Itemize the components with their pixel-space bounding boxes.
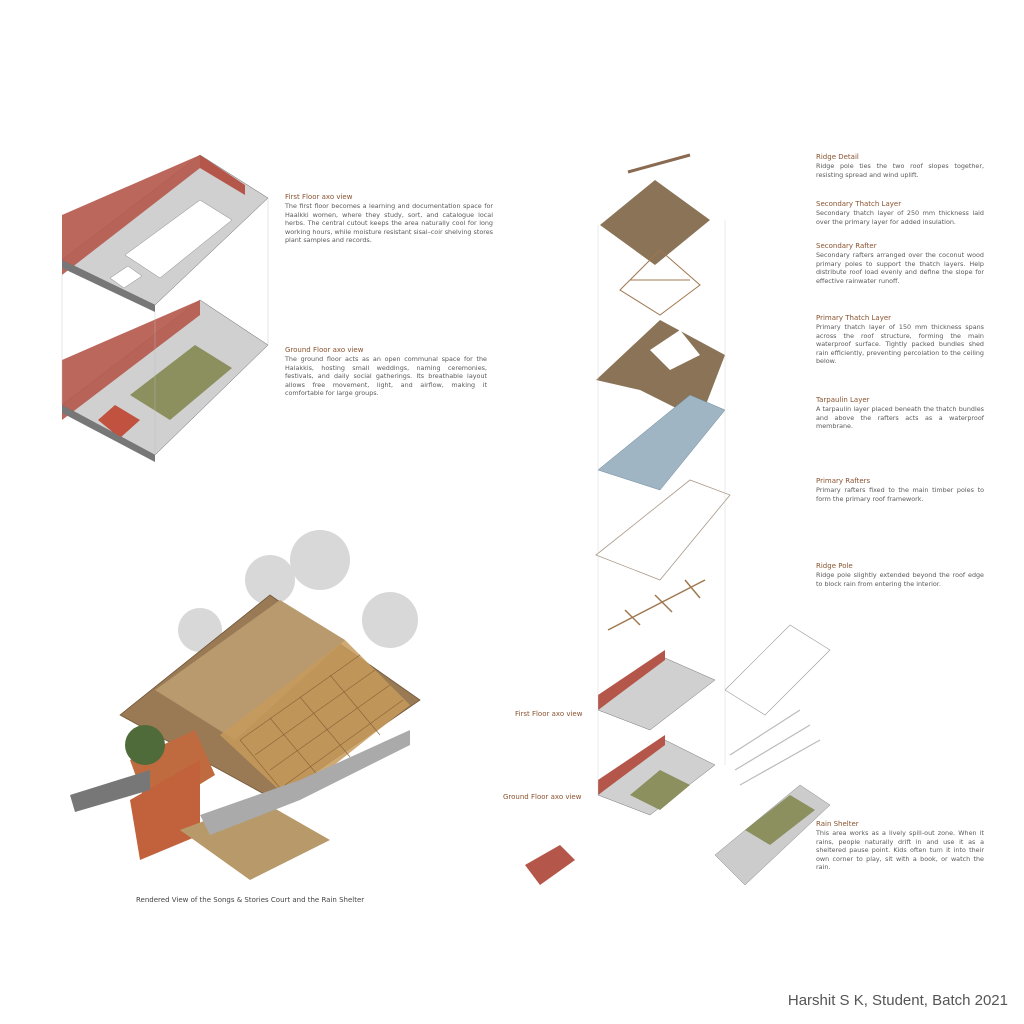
- note-title: Rain Shelter: [816, 820, 859, 828]
- note-body: This area works as a lively spill-out zo…: [816, 829, 984, 872]
- first-floor-axo-drawing: [61, 154, 269, 312]
- wall-fragment: [525, 845, 575, 885]
- note-body: Primary thatch layer of 150 mm thickness…: [816, 323, 984, 366]
- background-trees: [178, 530, 418, 652]
- note-body: Ridge pole slightly extended beyond the …: [816, 571, 984, 588]
- ridge-detail: [627, 153, 691, 174]
- note-body: The ground floor acts as an open communa…: [285, 355, 487, 398]
- primary-rafters: [595, 479, 731, 581]
- first-floor-note: First Floor axo view The first floor bec…: [285, 193, 493, 245]
- exploded-roof-axonometric: [525, 153, 831, 886]
- rendered-view: [70, 530, 421, 880]
- first-floor-label: First Floor axo view: [515, 710, 583, 718]
- tarpaulin: [597, 394, 726, 491]
- note-body: Ridge pole ties the two roof slopes toge…: [816, 162, 984, 179]
- note-title: Ridge Pole: [816, 562, 853, 570]
- note-title: Ridge Detail: [816, 153, 859, 161]
- note-body: Secondary rafters arranged over the coco…: [816, 251, 984, 285]
- note-body: A tarpaulin layer placed beneath the tha…: [816, 405, 984, 431]
- projection-lines: [61, 198, 269, 455]
- note-title: Ground Floor axo view: [285, 346, 364, 354]
- note-title: Secondary Rafter: [816, 242, 877, 250]
- ridge-pole: [607, 579, 706, 631]
- primary-thatch: [596, 320, 725, 420]
- render-caption: Rendered View of the Songs & Stories Cou…: [136, 896, 365, 904]
- secondary-rafter: [619, 249, 701, 316]
- ground-floor-axo-drawing: [61, 299, 269, 462]
- note-title: Primary Thatch Layer: [816, 314, 892, 322]
- note-title: Secondary Thatch Layer: [816, 200, 902, 208]
- ground-floor-label: Ground Floor axo view: [503, 793, 582, 801]
- rain-shelter-grid: [724, 624, 831, 716]
- note-title: Tarpaulin Layer: [816, 396, 870, 404]
- note-body: Secondary thatch layer of 250 mm thickne…: [816, 209, 984, 226]
- note-body: The first floor becomes a learning and d…: [285, 202, 493, 245]
- note-body: Primary rafters fixed to the main timber…: [816, 486, 984, 503]
- note-title: First Floor axo view: [285, 193, 353, 201]
- rain-shelter-pergola: [729, 709, 821, 786]
- ground-floor-note: Ground Floor axo view The ground floor a…: [285, 346, 487, 398]
- secondary-thatch: [600, 180, 710, 265]
- author-credit: Harshit S K, Student, Batch 2021: [787, 992, 1008, 1009]
- note-title: Primary Rafters: [816, 477, 871, 485]
